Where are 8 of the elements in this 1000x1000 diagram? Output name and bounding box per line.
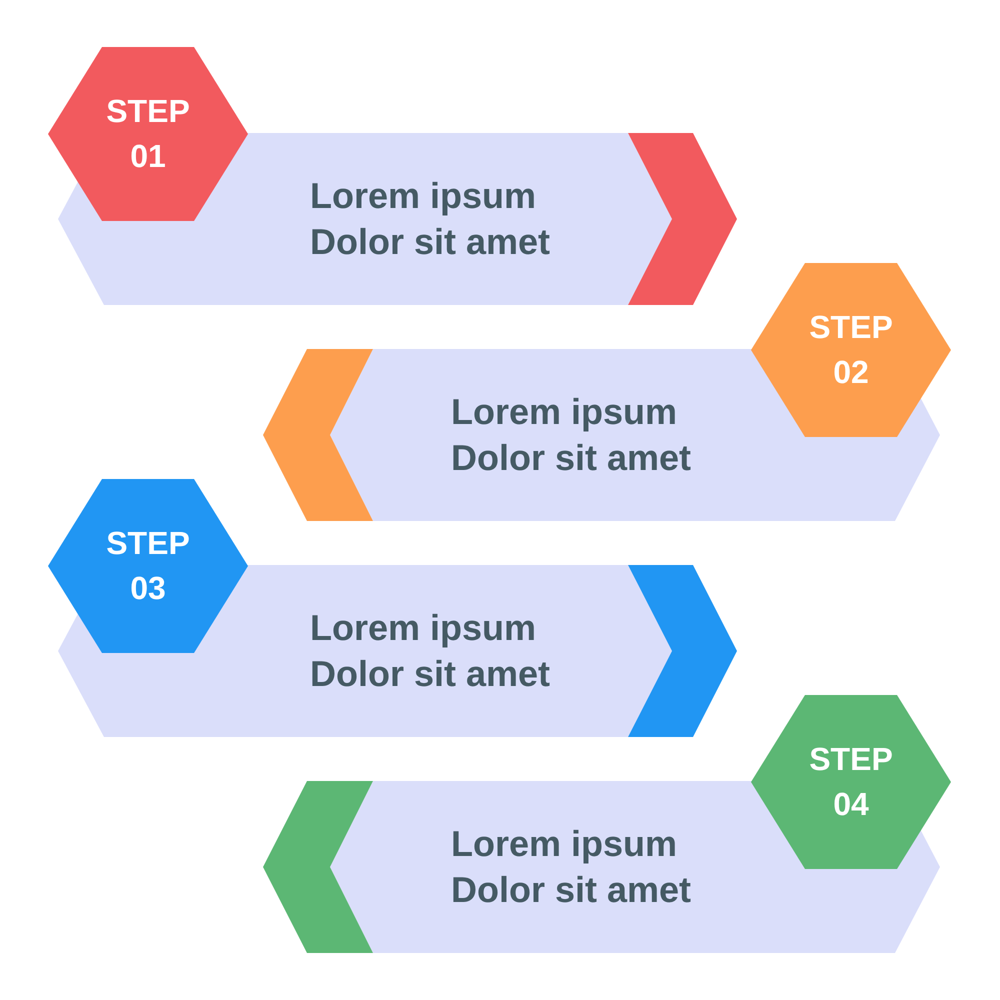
step-description: Lorem ipsum Dolor sit amet	[451, 822, 692, 912]
step-label: STEP 02	[808, 308, 894, 392]
step-description: Lorem ipsum Dolor sit amet	[451, 390, 692, 480]
step-description: Lorem ipsum Dolor sit amet	[310, 606, 552, 696]
step-description: Lorem ipsum Dolor sit amet	[310, 174, 552, 264]
step-label: STEP 01	[105, 92, 191, 176]
step-label: STEP 04	[808, 740, 894, 824]
step-label: STEP 03	[105, 524, 191, 608]
